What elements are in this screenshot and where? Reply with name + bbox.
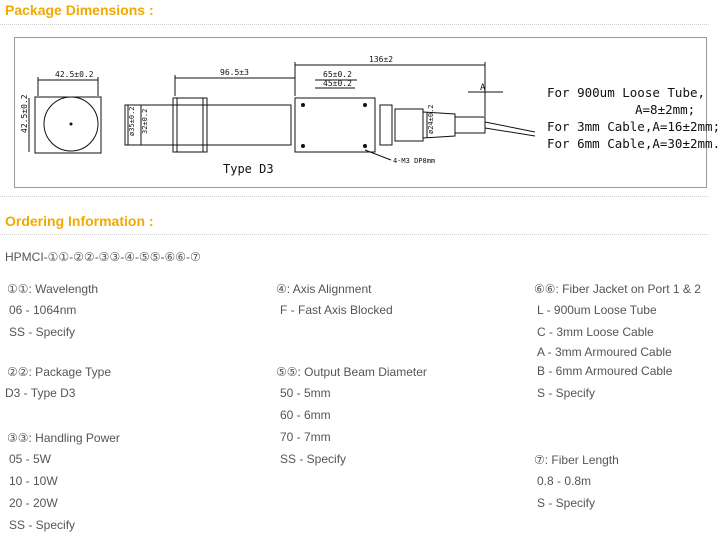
option-item: A - 3mm Armoured Cable [537,345,672,359]
option-item: SS - Specify [280,452,347,466]
dim-phi35-label: ø35±0.2 [128,106,136,136]
option-item: SS - Specify [9,325,76,339]
section-beam-diameter-title: ⑤⑤: Output Beam Diameter [276,365,427,379]
adapter-ring [379,104,393,146]
package-drawing: 42.5±0.2 42.5±0.2 96.5±3 136±2 65±0.2 45… [14,37,720,188]
option-item: L - 900um Loose Tube [537,303,657,317]
option-item: 60 - 6mm [280,408,331,422]
section-fiber-jacket-title: ⑥⑥: Fiber Jacket on Port 1 & 2 [534,282,701,296]
option-item: C - 3mm Loose Cable [537,325,654,339]
section-handling-power-title: ③③: Handling Power [7,431,120,445]
dim-96-label: 96.5±3 [220,68,249,77]
type-label: Type D3 [223,162,274,176]
dim-136-label: 136±2 [369,55,393,64]
housing-block [294,97,376,153]
option-item: 20 - 20W [9,496,58,510]
dim-65-label: 65±0.2 [323,70,352,79]
note-line-2: A=8±2mm; [635,102,696,117]
divider [0,24,709,25]
divider [0,234,709,235]
option-item: D3 - Type D3 [5,386,76,400]
option-item: S - Specify [537,386,596,400]
section-axis-alignment-title: ④: Axis Alignment [276,282,372,296]
ordering-information-heading: Ordering Information : [5,213,154,229]
product-code: HPMCI-①①-②②-③③-④-⑤⑤-⑥⑥-⑦ [5,250,201,264]
tube-collar [172,97,208,153]
option-item: F - Fast Axis Blocked [280,303,393,317]
dim-width-label: 42.5±0.2 [55,70,94,79]
option-item: 06 - 1064nm [9,303,77,317]
option-item: 10 - 10W [9,474,58,488]
note-line-1: For 900um Loose Tube, [547,85,706,100]
dim-phi24-label: ø24±0.2 [427,104,435,134]
dim-a-label: A [480,83,486,93]
option-item: 70 - 7mm [280,430,331,444]
dim-32-label: 32±0.2 [141,109,149,134]
strain-relief [454,116,486,134]
option-item: 0.8 - 0.8m [537,474,592,488]
section-wavelength-title: ①①: Wavelength [7,282,99,296]
section-fiber-length-title: ⑦: Fiber Length [534,453,619,467]
dim-45-label: 45±0.2 [323,79,352,88]
dim-height-label: 42.5±0.2 [20,94,29,133]
note-line-4: For 6mm Cable,A=30±2mm. [547,136,720,151]
tube-body [124,104,292,146]
section-package-type-title: ②②: Package Type [7,365,112,379]
screw-note: 4-M3 DP8mm [393,157,435,165]
option-item: S - Specify [537,496,596,510]
option-item: 05 - 5W [9,452,52,466]
note-line-3: For 3mm Cable,A=16±2mm; [547,119,720,134]
end-view-circle [43,96,99,152]
output-tube [394,108,424,142]
option-item: B - 6mm Armoured Cable [537,364,673,378]
package-dimensions-heading: Package Dimensions : [5,2,154,18]
option-item: SS - Specify [9,518,76,532]
package-drawing-svg: 42.5±0.2 42.5±0.2 96.5±3 136±2 65±0.2 45… [20,55,536,176]
divider [0,196,709,197]
option-item: 50 - 5mm [280,386,331,400]
